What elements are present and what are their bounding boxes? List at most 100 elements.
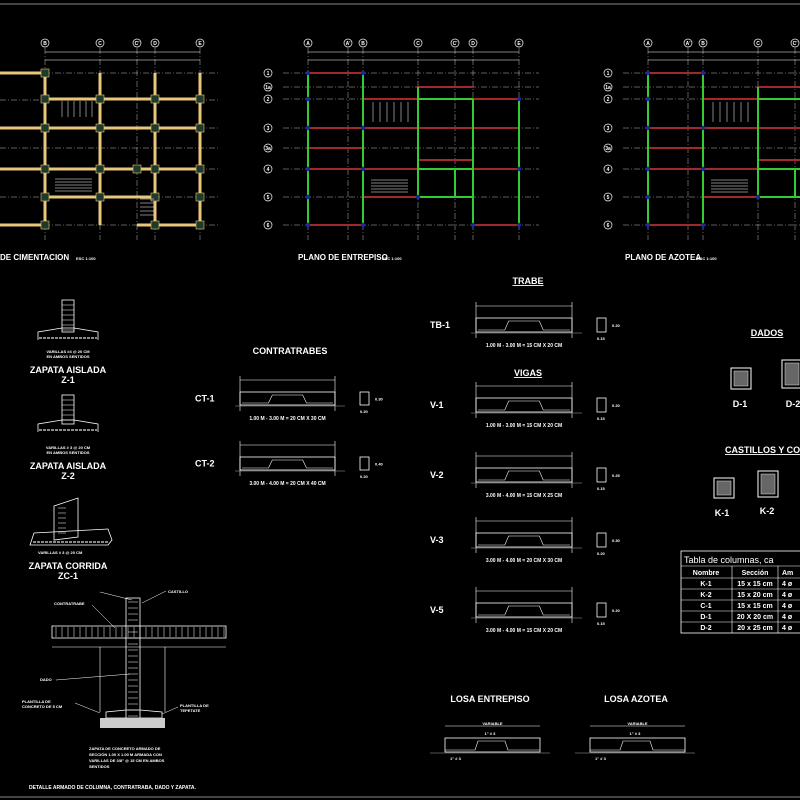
column-mark — [700, 166, 706, 172]
axis-bubble — [753, 38, 763, 48]
dado-mark — [150, 94, 160, 104]
dado-mark — [150, 192, 160, 202]
zapata-name: ZAPATA AISLADA — [30, 461, 107, 471]
plan-title-azotea: PLANO DE AZOTEA — [625, 253, 701, 262]
detail-tepetate-label: TEPETATE — [180, 708, 201, 713]
beam-outline — [475, 397, 573, 413]
table-cell: D-2 — [700, 625, 711, 632]
contratrabe-outline — [51, 625, 227, 639]
beam-detail: V-1 1.00 M - 3.00 M = 15 CM X 20 CM 0.20 0.… — [430, 382, 621, 429]
detail-note: SENTIDOS — [89, 764, 110, 769]
dado-mark — [150, 220, 160, 230]
section-outline — [596, 532, 607, 548]
axis-label: 5 — [607, 195, 610, 201]
dado-label: D-2 — [786, 399, 800, 409]
axis-bubble — [263, 94, 273, 104]
footing-outline — [37, 419, 99, 432]
beam-detail: V-33.00 M - 4.00 M = 20 CM X 30 CM0.300.… — [430, 517, 621, 564]
dados-title: DADOS — [751, 328, 784, 338]
column-mark — [645, 70, 651, 76]
table-cell: K-2 — [700, 592, 711, 599]
axis-label: 1a — [605, 85, 611, 91]
zapata-note: VARILLAS # 3 @ 20 CM — [46, 445, 91, 450]
dado-mark — [40, 164, 50, 174]
column-mark — [360, 166, 366, 172]
axis-bubble — [603, 123, 613, 133]
beam-code: V-1 — [430, 400, 444, 410]
axis-bubble — [40, 38, 50, 48]
leader-line — [91, 604, 116, 629]
columns-table: Tabla de columnas, ca Nombre Sección Am … — [680, 550, 800, 634]
column-mark — [516, 166, 522, 172]
axis-bubble — [603, 143, 613, 153]
zapata-name: ZAPATA AISLADA — [30, 365, 107, 375]
detail-plantilla-label: PLANTILLA DE — [22, 699, 51, 704]
details-group: TB-11.00 M - 3.00 M = 15 CM X 20 CM0.200… — [29, 299, 800, 761]
beam-caption: 1.00 M - 3.00 M = 20 CM X 30 CM — [249, 416, 325, 422]
section-square — [757, 470, 779, 498]
dado-mark — [150, 164, 160, 174]
column-outline — [61, 394, 75, 425]
contratrabes-title: CONTRATRABES — [253, 346, 328, 356]
table-cell: D-1 — [700, 614, 711, 621]
concrete-hatch — [760, 473, 776, 495]
axis-bubble — [683, 38, 693, 48]
axis-bubble — [132, 38, 142, 48]
leader-line — [99, 591, 133, 601]
table-cell: 15 x 20 cm — [737, 592, 772, 599]
axis-label: 3 — [267, 126, 270, 132]
plan-2: AA'BCC'D11a233a456 — [603, 38, 800, 240]
detail-plantilla-label: CONCRETO DE 5 CM — [22, 704, 63, 709]
plantilla-hatch — [100, 718, 165, 728]
column-mark — [305, 222, 311, 228]
axis-bubble — [263, 123, 273, 133]
leader-line — [55, 673, 131, 681]
detail-tepetate-label: PLANTILLA DE — [180, 703, 209, 708]
section-outline — [596, 602, 607, 618]
dado-mark — [195, 164, 205, 174]
axis-label: 4 — [607, 167, 610, 173]
plan-scale: ESC 1:100 — [697, 256, 717, 261]
rebar-line — [478, 400, 570, 411]
axis-bubble — [698, 38, 708, 48]
section-width: 0.15 — [597, 486, 606, 491]
castillo-label: K-2 — [760, 506, 775, 516]
rebar-line — [478, 470, 570, 481]
losa-bar: 1" # 3 — [485, 731, 497, 736]
axis-label: A — [306, 41, 310, 47]
beam-detail: TB-11.00 M - 3.00 M = 15 CM X 20 CM0.200… — [430, 302, 621, 349]
axis-bubble — [303, 38, 313, 48]
axis-label: E — [517, 41, 521, 47]
axis-bubble — [263, 82, 273, 92]
dado-mark — [95, 123, 105, 133]
dado-mark — [40, 68, 50, 78]
section-height: 0.25 — [612, 473, 621, 478]
section-width: 0.15 — [597, 416, 606, 421]
column-mark — [360, 70, 366, 76]
axis-label: C' — [135, 41, 140, 47]
dado-mark — [150, 123, 160, 133]
table-cell: 15 x 15 cm — [737, 581, 772, 588]
section-outline — [359, 456, 370, 471]
beam-caption: 1.00 M - 3.00 M = 15 CM X 20 CM — [486, 423, 562, 429]
column-mark — [305, 96, 311, 102]
dado-mark — [195, 220, 205, 230]
beam-caption: 1.00 M - 3.00 M = 15 CM X 20 CM — [486, 343, 562, 349]
section-height: 0.20 — [612, 403, 621, 408]
axis-bubble — [643, 38, 653, 48]
column-mark — [645, 125, 651, 131]
rebar-line — [478, 535, 570, 546]
axis-label: E — [198, 41, 202, 47]
table-cell: K-1 — [700, 581, 711, 588]
table-title: Tabla de columnas, ca — [684, 555, 774, 565]
zapata-note: EN AMBOS SENTIDOS — [47, 354, 90, 359]
dado-mark — [95, 164, 105, 174]
column-mark — [645, 222, 651, 228]
castillo-label: K-1 — [715, 508, 730, 518]
beam-caption: 3.00 M - 4.00 M = 15 CM X 20 CM — [486, 628, 562, 634]
beam-outline — [475, 532, 573, 548]
dado-mark — [40, 94, 50, 104]
table-cell: 4 ø — [782, 614, 793, 621]
